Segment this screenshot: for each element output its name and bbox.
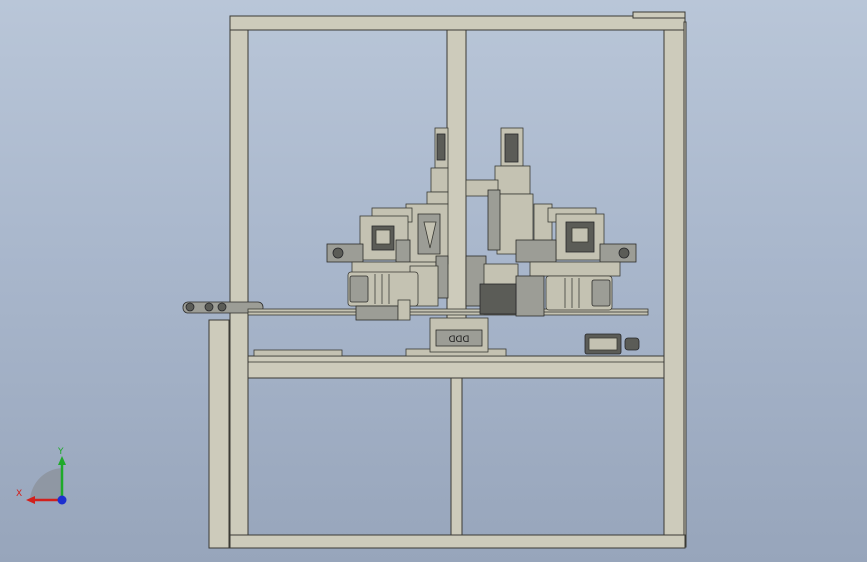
y-axis-label: Y xyxy=(57,447,64,457)
center-post xyxy=(446,29,467,327)
center-nameplate-block: ᗡᗡᗡ xyxy=(429,317,489,353)
top-beam xyxy=(229,15,686,31)
bottom-beam xyxy=(229,534,686,549)
center-assembly xyxy=(371,127,597,265)
left-base-plate xyxy=(253,349,343,357)
table-plate xyxy=(247,355,665,379)
x-axis-arrowhead xyxy=(26,496,35,504)
right-head-assembly xyxy=(465,213,637,315)
x-axis-label: X xyxy=(16,489,22,499)
axis-triad: Y X xyxy=(16,447,67,505)
z-axis-dot xyxy=(57,495,67,505)
top-beam-cap xyxy=(632,11,686,19)
right-post-edge xyxy=(683,21,687,548)
left-motor xyxy=(347,271,419,321)
right-motor xyxy=(479,275,613,317)
lower-center-post xyxy=(450,377,463,537)
nameplate-text: ᗡᗡᗡ xyxy=(449,335,470,345)
right-sensor xyxy=(584,333,640,355)
machine-frame xyxy=(208,11,687,549)
feed-rail xyxy=(182,301,649,316)
left-post xyxy=(229,29,249,549)
right-post xyxy=(663,29,685,549)
y-axis-arrowhead xyxy=(58,456,66,465)
left-outer-support xyxy=(208,319,230,549)
left-head-assembly xyxy=(326,215,449,307)
triad-plane xyxy=(30,468,62,500)
